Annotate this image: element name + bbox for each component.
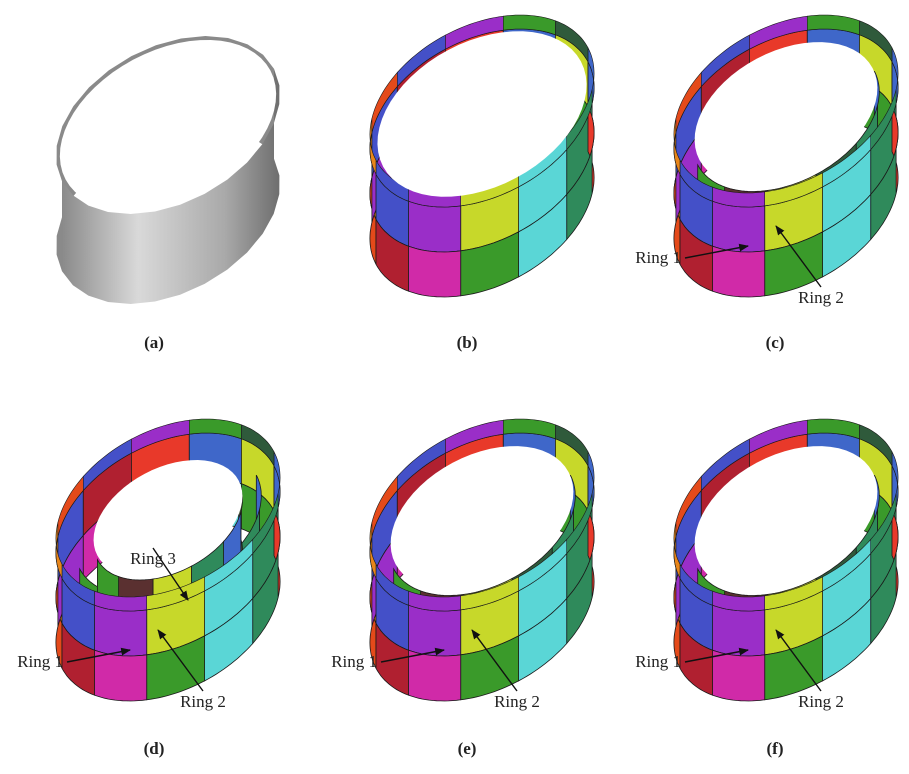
outer-segment [408, 604, 462, 657]
rim-segment [241, 424, 275, 467]
outer-segment [712, 649, 766, 702]
annotation-arrow [775, 225, 822, 288]
outer-segment [712, 200, 766, 253]
annotation-arrow [471, 629, 518, 692]
cylinder-opening [93, 460, 243, 576]
annotation-arrow [66, 647, 131, 663]
rim-segment [859, 424, 893, 467]
panel-c: Ring 1 Ring 2 [635, 14, 899, 307]
outer-segment [712, 245, 766, 298]
panel-label-f: (f) [766, 739, 784, 758]
panel-b [369, 14, 595, 298]
rim-segment [555, 424, 589, 467]
annotation-label: Ring 1 [635, 652, 681, 671]
rim-segment [555, 20, 589, 63]
annotation-label: Ring 1 [17, 652, 63, 671]
outer-segment [408, 649, 462, 702]
outer-segment [94, 604, 148, 657]
annotation-label: Ring 1 [331, 652, 377, 671]
annotation-label: Ring 2 [798, 692, 844, 711]
annotation-arrow [157, 629, 204, 692]
cylinder-opening [59, 40, 277, 210]
panel-a [56, 36, 280, 304]
panel-f: Ring 1 Ring 2 [635, 418, 899, 711]
annotation-arrow [684, 647, 749, 663]
annotation-arrow [775, 629, 822, 692]
cylinder-opening [390, 446, 574, 590]
cylinder-opening [377, 31, 587, 197]
outer-segment [712, 604, 766, 657]
outer-segment [94, 649, 148, 702]
rim-segment [859, 20, 893, 63]
panel-label-d: (d) [143, 739, 165, 758]
panel-label-c: (c) [765, 333, 785, 352]
panel-e: Ring 1 Ring 2 [331, 418, 595, 711]
annotation-label: Ring 2 [494, 692, 540, 711]
annotation-arrow [152, 547, 189, 601]
cylinder-opening [694, 42, 878, 186]
cylinder-opening [694, 446, 878, 590]
panel-d: Ring 1 Ring 2 Ring 3 [17, 418, 281, 711]
annotation-arrow [684, 243, 749, 259]
annotation-arrow [380, 647, 445, 663]
panel-label-a: (a) [144, 333, 164, 352]
cylinder-outer-wall [62, 68, 280, 304]
annotation-label: Ring 1 [635, 248, 681, 267]
panel-label-b: (b) [456, 333, 478, 352]
outer-segment [375, 217, 409, 292]
outer-segment [408, 200, 462, 253]
panel-label-e: (e) [457, 739, 477, 758]
annotation-label: Ring 2 [798, 288, 844, 307]
annotation-label: Ring 2 [180, 692, 226, 711]
annotation-label: Ring 3 [130, 549, 176, 568]
outer-segment [408, 245, 462, 298]
